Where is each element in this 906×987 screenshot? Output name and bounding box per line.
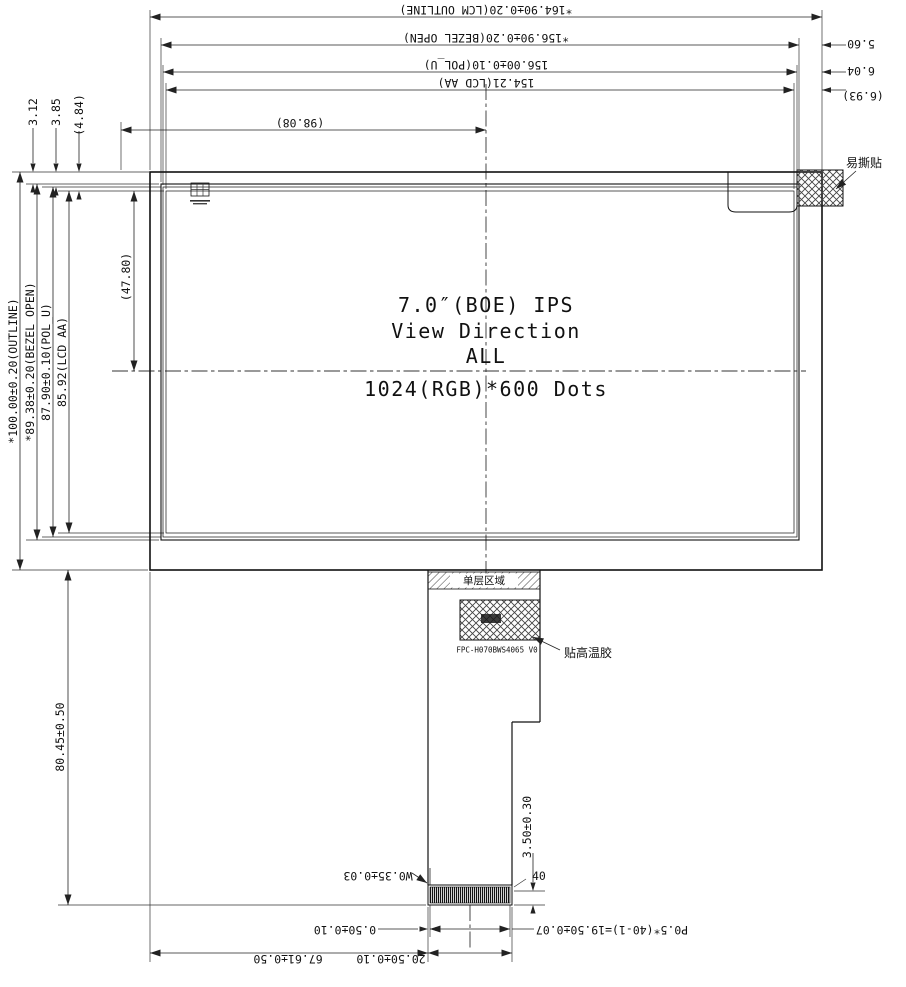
lcm-outline-rect <box>149 171 823 571</box>
dim-top-bezel-gap: 3.12 <box>26 98 40 126</box>
lcd-aa-rect <box>165 190 795 534</box>
dim-aa-center-ref-v: (47.80) <box>119 253 133 301</box>
dim-pol-height: 87.90±0.10(POL_U) <box>39 303 53 421</box>
centerlines <box>112 84 806 948</box>
bezel-open-rect <box>160 183 800 541</box>
pin-count-label: 40 <box>532 869 546 883</box>
tear-sticker-hatch <box>796 169 844 207</box>
dim-pol-width: 156.00±0.10(POL_U) <box>424 58 549 72</box>
pol-rect <box>162 186 798 538</box>
dim-fpc-length: 80.45±0.50 <box>53 702 67 771</box>
module-outline <box>149 171 823 571</box>
dim-connector-width: 20.50±0.10 <box>356 952 425 966</box>
single-layer-zone-label: 单层区域 <box>463 574 505 587</box>
dim-outline-height: *100.00±0.20(OUTLINE) <box>6 298 20 443</box>
dim-bezel-open-width: *156.90±0.20(BEZEL OPEN) <box>403 31 569 45</box>
dim-aa-width: 154.21(LCD AA) <box>438 76 535 90</box>
tear-sticker-leader <box>835 170 857 190</box>
tear-sticker-step-outline <box>727 172 798 213</box>
dim-top-aa-gap: (4.84) <box>72 94 86 136</box>
pin-count-leader <box>513 878 527 888</box>
dim-lcm-outline-width: *164.90±0.20(LCM OUTLINE) <box>399 3 572 17</box>
connector-contacts <box>429 886 511 904</box>
dim-connector-offset: 67.61±0.50 <box>253 952 322 966</box>
dim-stiffener-height: 3.50±0.30 <box>520 796 534 858</box>
dim-right-pol-gap: 6.04 <box>847 64 875 78</box>
dim-top-pol-gap: 3.85 <box>49 98 63 126</box>
extension-lines <box>12 10 823 962</box>
dimension-lines <box>16 13 846 957</box>
brand-logo-icon <box>190 182 210 205</box>
dim-right-bezel-gap: 5.60 <box>847 37 875 51</box>
dim-contact-pitch-span: P0.5*(40-1)=19.50±0.07 <box>536 923 688 937</box>
tear-sticker <box>727 169 857 213</box>
dim-aa-height: 85.92(LCD AA) <box>55 317 69 407</box>
dim-aa-center-ref-h: (98.08) <box>276 116 324 130</box>
panel-label-line1: 7.0″(BOE) IPS <box>398 293 574 317</box>
dim-contact-width: W0.35±0.03 <box>343 869 412 883</box>
dim-bezel-open-height: *89.38±0.20(BEZEL OPEN) <box>23 282 37 441</box>
dim-right-aa-gap: (6.93) <box>842 89 884 103</box>
panel-label-line4: 1024(RGB)*600 Dots <box>364 377 608 401</box>
fpc-part-number-label: FPC-H070BWS4065 V0 <box>456 646 538 655</box>
connector-outline <box>427 884 513 906</box>
tape-leader <box>532 636 561 651</box>
tape-stamp <box>481 614 501 623</box>
dimension-arrows <box>30 42 831 932</box>
dim-edge-margin: 0.50±0.10 <box>314 923 376 937</box>
tear-sticker-label: 易撕贴 <box>846 156 882 170</box>
panel-label-line3: ALL <box>466 344 507 368</box>
panel-label-line2: View Direction <box>391 319 581 343</box>
high-temp-tape-label: 贴高温胶 <box>564 645 612 660</box>
fpc-tail <box>427 570 561 906</box>
